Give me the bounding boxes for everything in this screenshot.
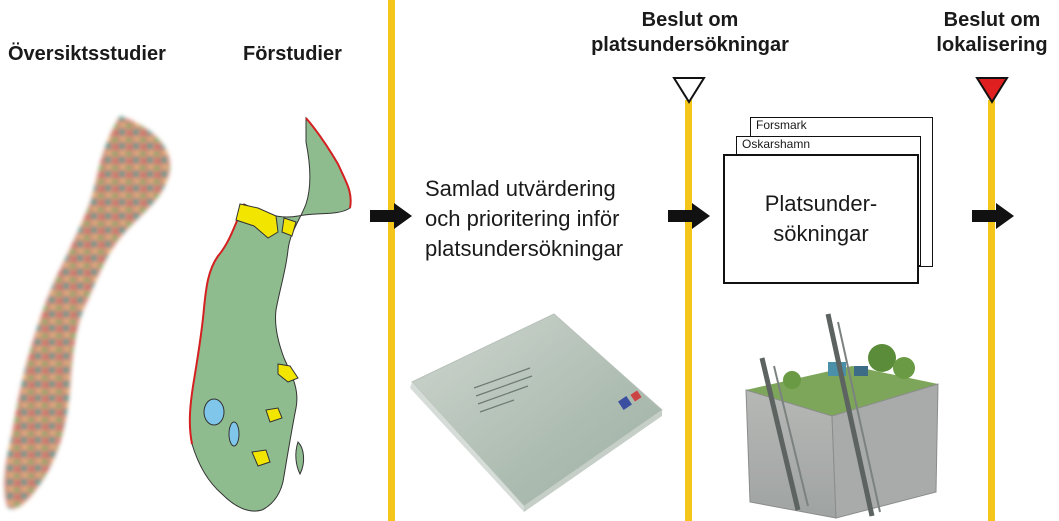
heading-forstudier: Förstudier <box>243 43 342 65</box>
site-label: Forsmark <box>756 118 807 132</box>
evaluation-line: Samlad utvärdering <box>425 176 616 201</box>
evaluation-line: och prioritering inför <box>425 206 620 231</box>
arrow-right-icon <box>972 203 1014 229</box>
arrow-right-icon <box>668 203 710 229</box>
heading-line: Beslut om <box>641 9 739 31</box>
heading-beslut-lokalisering: Beslut om lokalisering <box>925 8 1059 58</box>
evaluation-text: Samlad utvärdering och prioritering infö… <box>425 174 623 264</box>
heading-line: lokalisering <box>936 34 1048 56</box>
box-line: Platsunder- <box>764 191 878 216</box>
triangle-down-icon <box>672 77 706 104</box>
timeline-line-2 <box>685 100 692 521</box>
arrow-right-icon <box>370 203 412 229</box>
timeline-line-1 <box>388 0 395 521</box>
site-label: Oskarshamn <box>742 137 811 151</box>
evaluation-line: platsundersökningar <box>425 236 624 261</box>
sweden-map-image <box>188 116 352 512</box>
report-book-image <box>410 313 663 512</box>
box-line: sökningar <box>773 221 869 246</box>
drilling-site-image <box>745 313 939 519</box>
site-investigations-box: Platsunder- sökningar <box>723 154 919 284</box>
overview-map-image <box>4 116 171 509</box>
heading-oversiktsstudier: Översiktsstudier <box>8 43 166 65</box>
timeline-line-3 <box>988 100 995 521</box>
heading-beslut-platsundersokningar: Beslut om platsundersökningar <box>575 8 805 58</box>
heading-line: platsundersökningar <box>591 34 789 56</box>
triangle-down-icon <box>975 77 1009 104</box>
heading-line: Beslut om <box>943 9 1041 31</box>
